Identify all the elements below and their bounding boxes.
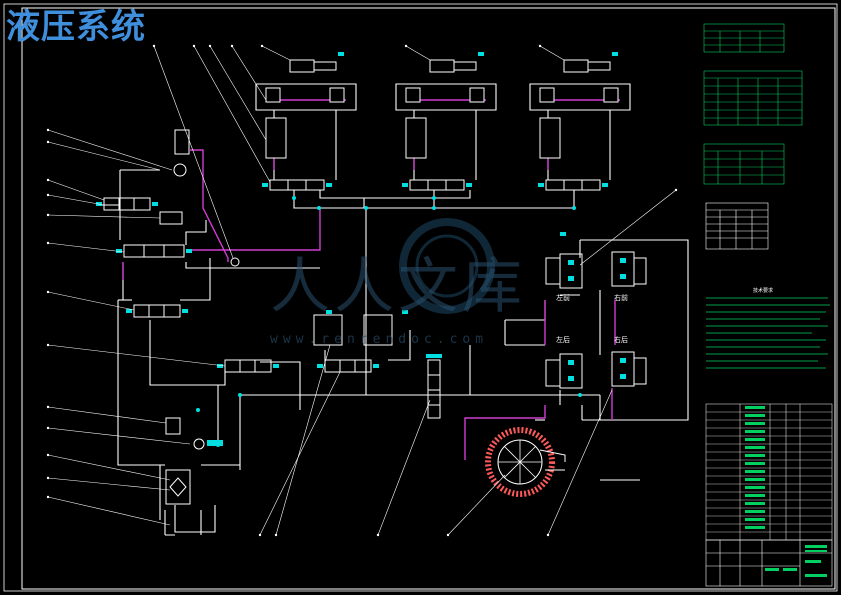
label-front-left: 左前 [556,293,570,302]
leader-dots [46,44,678,537]
rotary-motor-icon [485,427,566,497]
outer-border [3,3,838,592]
bom-row-mark [745,502,765,505]
hydraulic-cylinder-icon [289,59,611,73]
parts-table-1 [703,23,785,53]
technical-requirements-block [706,297,830,369]
valve-stack-marker [426,354,442,358]
bom-rows [706,406,832,533]
parts-table-2 [703,70,803,126]
bom-row-mark [745,406,765,409]
bom-row-mark [745,438,765,441]
bom-row-mark [745,446,765,449]
label-front-right: 右前 [614,293,628,302]
inner-border [21,7,836,590]
bom-row-mark [745,510,765,513]
reservoir-icon [174,505,216,533]
directional-valve-icon [103,129,601,373]
bom-row-mark [745,526,765,529]
drawing-title: 液压系统 [6,7,146,47]
bom-row-mark [745,470,765,473]
tech-requirements-title: 技术要求 [753,288,774,294]
leader-lines [47,45,677,536]
title-block [705,539,833,587]
check-valve-icon [265,87,619,159]
bom-row-mark [745,486,765,489]
bom-row-mark [745,414,765,417]
bom-row-mark [745,422,765,425]
brake-cylinder-markers [568,258,626,381]
brake-cylinder-icon [545,251,647,389]
label-rear-left: 左后 [556,335,570,344]
bom-row-mark [745,478,765,481]
bom-row-mark [745,462,765,465]
title-block-marks [765,545,827,577]
watermark-url: www.renrendoc.com [270,332,489,347]
bom-row-mark [745,430,765,433]
label-rear-right: 右后 [614,335,628,344]
parts-table-3 [703,143,785,185]
valve-stack-icon [427,359,441,419]
pump-symbol-icon [165,163,240,505]
solenoid-markers [96,52,618,447]
bom-row-mark [745,454,765,457]
watermark-text: 人人文库 [270,252,526,322]
bom-row-mark [745,518,765,521]
watermark-logo-icon [399,218,495,314]
bom-row-mark [745,494,765,497]
parts-table-4 [705,202,769,250]
